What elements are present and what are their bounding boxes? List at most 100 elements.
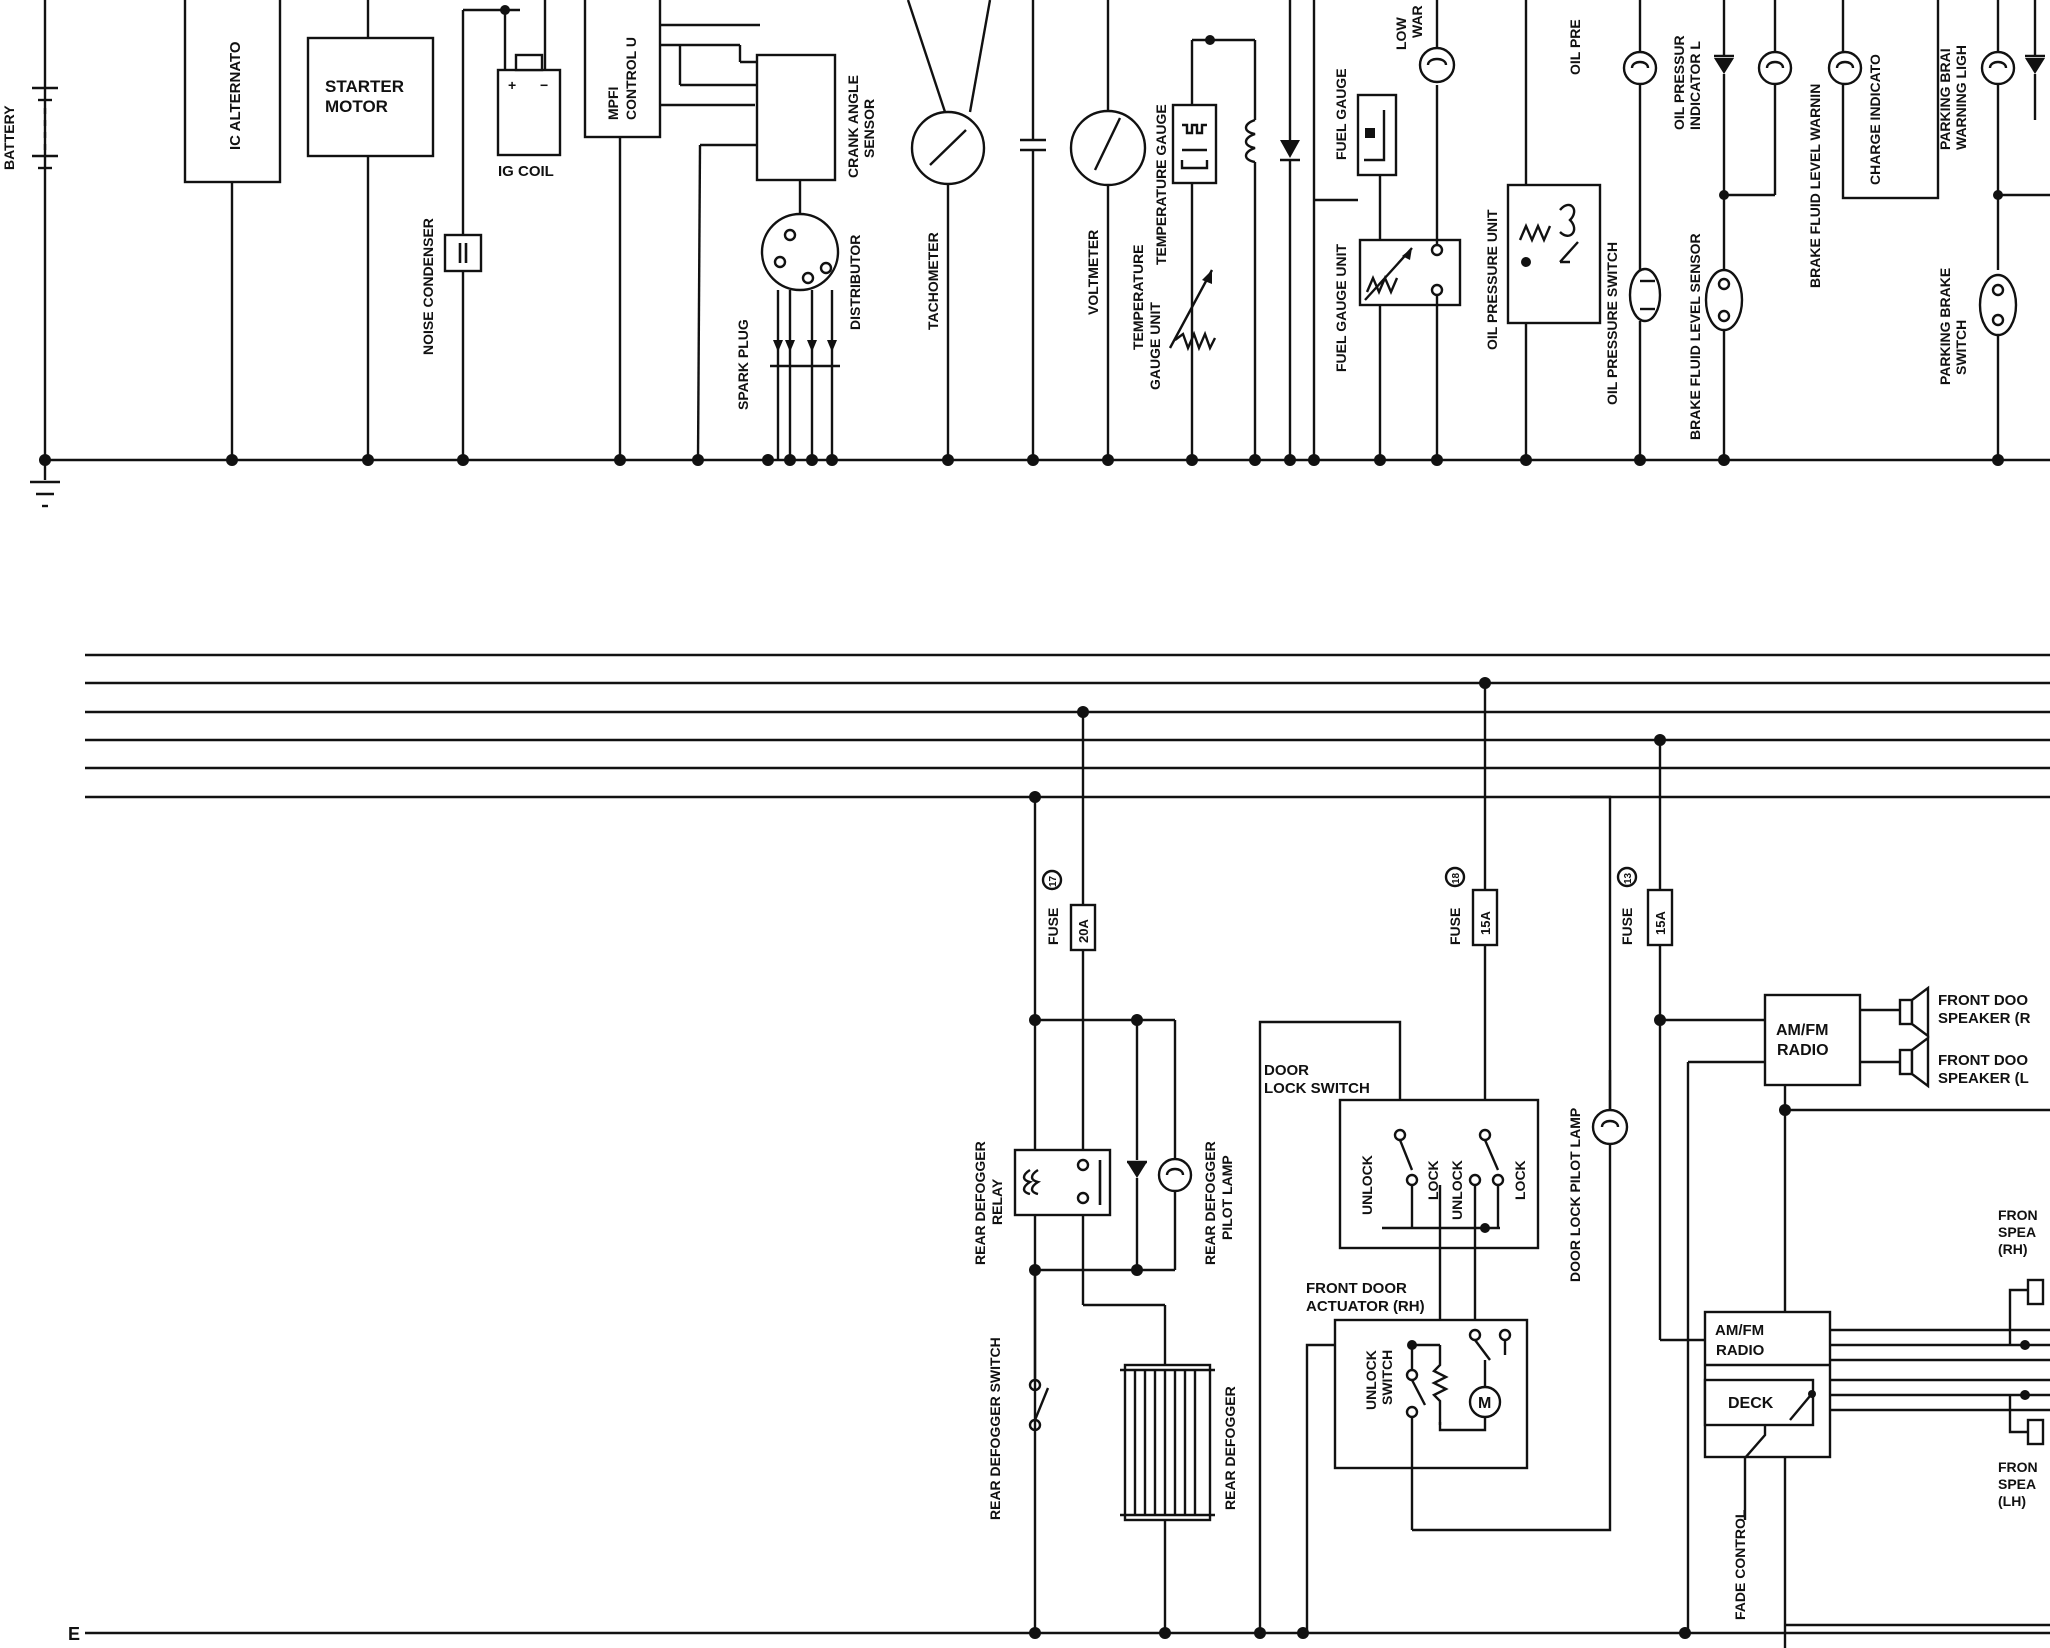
front-speaker-rh-label-1: FRON: [1998, 1207, 2038, 1223]
fuse-17: 20A FUSE 17: [1041, 712, 1097, 1152]
unlock-switch-label-1: UNLOCK: [1363, 1350, 1379, 1410]
fuse-13-amp: 15A: [1653, 911, 1668, 935]
fuse-13-label: FUSE: [1619, 908, 1635, 945]
front-door-speaker-l: FRONT DOO SPEAKER (L: [1898, 1035, 2029, 1089]
front-speaker-rh-label-3: (RH): [1998, 1241, 2028, 1257]
ic-alternator: IC ALTERNATO: [183, 0, 282, 460]
fuel-gauge-unit-label: FUEL GAUGE UNIT: [1333, 243, 1349, 372]
charge-indicator-label: CHARGE INDICATO: [1867, 54, 1883, 185]
rear-defogger-pilot-lamp: REAR DEFOGGER PILOT LAMP: [1157, 1141, 1235, 1265]
rear-defogger-pilot-label-1: REAR DEFOGGER: [1202, 1141, 1218, 1265]
condenser: [1020, 0, 1046, 460]
oil-pressure-switch: OIL PRESSURE SWITCH: [1604, 242, 1662, 460]
unlock-switch-label-2: SWITCH: [1379, 1350, 1395, 1405]
fuse-18-amp: 15A: [1478, 911, 1493, 935]
temp-gauge-unit-label-2: GAUGE UNIT: [1147, 302, 1163, 390]
amfm-radio-top: AM/FM RADIO: [1686, 993, 2050, 1648]
bottom-ground-line: E: [68, 1624, 2050, 1644]
motor-m-label: M: [1478, 1395, 1491, 1412]
parking-brake-switch-label-1: PARKING BRAKE: [1937, 268, 1953, 385]
fuse-13: 15A FUSE 13: [1616, 740, 1765, 1342]
door-lock-switch-label-2: LOCK SWITCH: [1264, 1080, 1370, 1097]
front-door-actuator-label-2: ACTUATOR (RH): [1306, 1298, 1425, 1315]
brake-fluid-level-sensor: BRAKE FLUID LEVEL SENSOR: [1687, 0, 1744, 460]
oil-pressure-unit: OIL PRESSURE UNIT OIL PRE: [1484, 0, 1602, 460]
front-speaker-lh-label-3: (LH): [1998, 1493, 2026, 1509]
amfm-radio-deck: AM/FM RADIO DECK FADE CONTROL: [1703, 1310, 2050, 1620]
power-bus-lines: [85, 653, 2050, 803]
temperature-gauge-unit: TEMPERATURE GAUGE UNIT: [1130, 183, 1217, 460]
crank-angle-label-2: SENSOR: [861, 99, 877, 158]
ic-alternator-label: IC ALTERNATO: [227, 41, 244, 150]
spark-plugs: SPARK PLUG: [735, 290, 840, 460]
front-speaker-lh: FRON SPEA (LH): [1998, 1390, 2045, 1509]
mpfi-control-unit: MPFI CONTROL U: [583, 0, 760, 461]
ground-e-label: E: [68, 1624, 80, 1644]
low-warning-label-1: LOW: [1393, 17, 1409, 50]
ig-coil-label: IG COIL: [498, 163, 554, 180]
door-lock-switch-label-1: DOOR: [1264, 1062, 1309, 1079]
front-door-actuator-rh: FRONT DOOR ACTUATOR (RH) M UNLOCK SWITCH: [1305, 1070, 1612, 1633]
fuse-18-num: 18: [1451, 872, 1462, 884]
spark-plug-label: SPARK PLUG: [735, 319, 751, 410]
fuse-17-num: 17: [1048, 875, 1059, 887]
rear-defogger-switch: REAR DEFOGGER SWITCH: [987, 1270, 1050, 1520]
unlock-label-1: UNLOCK: [1359, 1155, 1375, 1215]
rear-defogger: REAR DEFOGGER: [1081, 1215, 1238, 1633]
front-door-speaker-l-label-2: SPEAKER (L: [1938, 1070, 2029, 1087]
ig-coil-plus: +: [508, 77, 516, 93]
rear-defogger-pilot-label-2: PILOT LAMP: [1219, 1155, 1235, 1240]
distributor-label: DISTRIBUTOR: [847, 235, 863, 330]
door-lock-switch: DOOR LOCK SWITCH UNLOCK LOCK UNLOCK LOCK: [1258, 1020, 1540, 1633]
oil-pressure-indicator-label-1: OIL PRESSUR: [1671, 35, 1687, 130]
brake-fluid-level-sensor-label: BRAKE FLUID LEVEL SENSOR: [1687, 233, 1703, 440]
parking-brake-switch-label-2: SWITCH: [1953, 320, 1969, 375]
crank-angle-sensor: CRANK ANGLE SENSOR: [755, 53, 877, 215]
tachometer: TACHOMETER: [906, 0, 992, 460]
ig-coil-minus: −: [540, 77, 548, 93]
starter-motor-label-2: MOTOR: [325, 97, 388, 116]
noise-condenser: NOISE CONDENSER: [420, 10, 483, 460]
parking-brake-warning-label-2: WARNING LIGH: [1953, 45, 1969, 150]
amfm-deck-label-1: AM/FM: [1715, 1322, 1764, 1339]
starter-motor-label-1: STARTER: [325, 77, 404, 96]
front-door-speaker-r-label-1: FRONT DOO: [1938, 992, 2028, 1009]
low-warning-label-2: WAR: [1409, 5, 1425, 38]
lock-label-2: LOCK: [1512, 1160, 1528, 1200]
starter-motor: STARTER MOTOR: [306, 0, 435, 460]
fuel-gauge-unit: FUEL GAUGE UNIT: [1333, 175, 1462, 460]
mpfi-label-1: MPFI: [605, 87, 621, 120]
oil-pressure-indicator: OIL PRESSUR INDICATOR L: [1622, 0, 1703, 270]
amfm-top-label-1: AM/FM: [1776, 1022, 1828, 1039]
oil-pressure-switch-label: OIL PRESSURE SWITCH: [1604, 242, 1620, 405]
brake-fluid-level-warning-label: BRAKE FLUID LEVEL WARNIN: [1807, 84, 1823, 288]
rear-defogger-relay-label-1: REAR DEFOGGER: [972, 1141, 988, 1265]
deck-label: DECK: [1728, 1395, 1774, 1412]
charge-indicator: CHARGE INDICATO: [1827, 0, 1940, 200]
unlock-label-2: UNLOCK: [1449, 1160, 1465, 1220]
rear-defogger-relay: REAR DEFOGGER RELAY: [972, 797, 1177, 1633]
front-door-speaker-l-label-1: FRONT DOO: [1938, 1052, 2028, 1069]
parking-brake-warning-label-1: PARKING BRAI: [1937, 48, 1953, 150]
fuse-13-num: 13: [1623, 872, 1634, 884]
amfm-deck-label-2: RADIO: [1716, 1342, 1765, 1359]
oil-pressure-indicator-label-2: INDICATOR L: [1687, 41, 1703, 130]
temperature-gauge: TEMPERATURE GAUGE: [1153, 35, 1255, 265]
rear-defogger-relay-label-2: RELAY: [989, 1178, 1005, 1225]
door-lock-pilot-lamp: DOOR LOCK PILOT LAMP: [1567, 795, 1629, 1282]
battery-label: BATTERY: [1, 105, 17, 170]
temperature-gauge-label: TEMPERATURE GAUGE: [1153, 104, 1169, 265]
front-speaker-lh-label-2: SPEA: [1998, 1476, 2036, 1492]
rear-defogger-label: REAR DEFOGGER: [1222, 1386, 1238, 1510]
fuse-17-label: FUSE: [1045, 908, 1061, 945]
battery: BATTERY: [1, 0, 58, 460]
door-lock-pilot-lamp-label: DOOR LOCK PILOT LAMP: [1567, 1108, 1583, 1282]
mpfi-label-2: CONTROL U: [623, 37, 639, 120]
parking-brake-warning-light: PARKING BRAI WARNING LIGH: [1937, 0, 2045, 150]
distributor: DISTRIBUTOR: [760, 212, 863, 330]
brake-fluid-level-warning: BRAKE FLUID LEVEL WARNIN: [1724, 0, 1823, 288]
fade-control-label: FADE CONTROL: [1732, 1509, 1748, 1620]
temp-gauge-unit-label-1: TEMPERATURE: [1130, 244, 1146, 350]
rear-defogger-diode: [1127, 1020, 1147, 1270]
